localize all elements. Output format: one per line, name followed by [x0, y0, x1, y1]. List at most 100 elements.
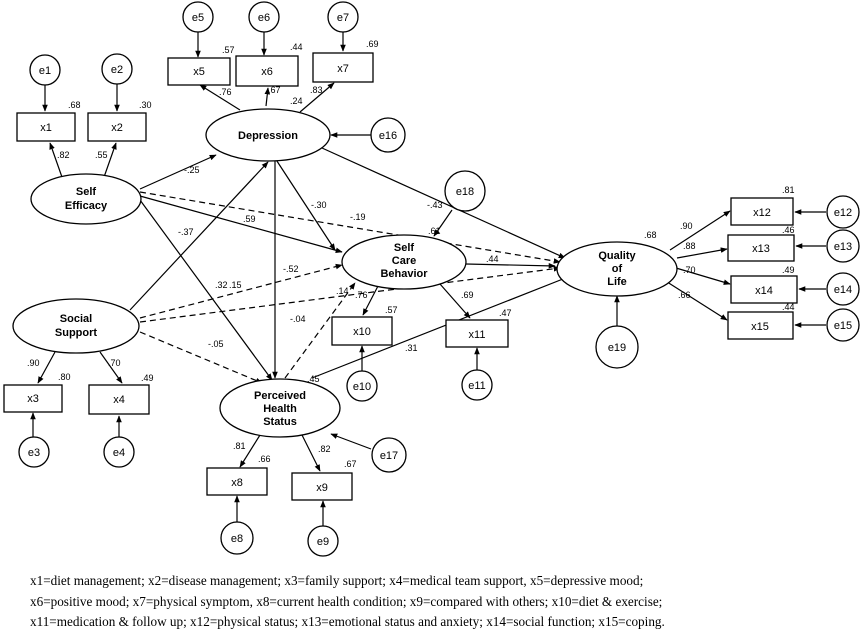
latent-label-line: Health	[263, 403, 297, 415]
loading-x9: .82	[318, 444, 331, 454]
path-coef-dep-phs: -.52	[283, 264, 299, 274]
loading-arrow-x2	[102, 142, 117, 181]
latent-label-line: Social	[60, 313, 92, 325]
loading-arrow-x14	[675, 267, 731, 285]
latent-quality-of-life: Quality of Life	[556, 241, 678, 297]
indicator-box-x6: x6	[235, 55, 299, 87]
loading-x11: .69	[461, 290, 474, 300]
error-label: e17	[380, 450, 398, 462]
error-term-e18: e18	[444, 170, 486, 212]
indicator-label: x9	[316, 482, 328, 494]
indicator-box-x2: x2	[87, 112, 147, 142]
path-coef-ss-qol: .14	[336, 286, 349, 296]
path-coef-se-scb: .59	[243, 214, 256, 224]
latent-label-line: of	[612, 263, 623, 275]
indicator-label: x3	[27, 393, 39, 405]
latent-label-line: Behavior	[380, 268, 428, 280]
error-label: e10	[353, 381, 371, 393]
latent-label-line: Quality	[598, 250, 636, 262]
error-arrow-e18	[433, 209, 453, 237]
indicator-label: x11	[469, 329, 486, 341]
path-coef-se-qol: -.19	[350, 212, 366, 222]
indicator-box-x13: x13	[727, 234, 795, 262]
loading-x5: .76	[219, 87, 232, 97]
r-squared-x10: .57	[385, 305, 398, 315]
path-social-support-to-qol	[139, 266, 561, 323]
latent-label-line: Self	[76, 186, 97, 198]
error-term-e2: e2	[101, 53, 133, 85]
indicator-label: x8	[231, 477, 243, 489]
error-term-e9: e9	[307, 525, 339, 557]
error-label: e8	[231, 533, 243, 545]
latent-label-line: Depression	[238, 130, 298, 142]
error-label: e12	[834, 207, 852, 219]
r-squared-x11: .47	[499, 308, 512, 318]
path-coef-se-dep: -.25	[184, 165, 200, 175]
loading-arrow-x11	[439, 283, 471, 319]
r-squared-x7: .69	[366, 39, 379, 49]
r-squared-x13: .46	[782, 225, 795, 235]
error-arrow-e17	[330, 433, 372, 450]
indicator-box-x12: x12	[730, 197, 794, 226]
error-term-e7: e7	[327, 1, 359, 33]
loading-arrow-x15	[663, 279, 728, 321]
indicator-label: x6	[261, 66, 273, 78]
latent-label-line: Efficacy	[65, 200, 108, 212]
latent-label-line: Perceived	[254, 390, 306, 402]
indicator-box-x3: x3	[3, 384, 63, 413]
latent-perceived-health-status: Perceived Health Status	[219, 378, 341, 438]
path-depression-to-qol	[321, 147, 566, 259]
r-squared-x3: .80	[58, 372, 71, 382]
indicator-box-x15: x15	[727, 311, 794, 340]
loading-x6: .67	[268, 85, 281, 95]
error-label: e15	[834, 320, 852, 332]
caption-line: x1=diet management; x2=disease managemen…	[30, 573, 644, 588]
error-term-e15: e15	[826, 308, 860, 342]
latent-label-line: Life	[607, 276, 627, 288]
indicator-label: x15	[751, 321, 769, 333]
indicator-box-x8: x8	[206, 467, 268, 496]
path-social-support-to-perceived-health	[139, 331, 263, 384]
loading-arrow-x3	[37, 351, 56, 384]
error-label: e4	[113, 447, 125, 459]
indicator-label: x5	[193, 66, 205, 78]
r-squared-qol: .68	[644, 230, 657, 240]
indicator-label: x10	[353, 326, 371, 338]
error-label: e14	[834, 284, 852, 296]
path-self-efficacy-to-qol	[139, 191, 561, 264]
r-squared-depression: .24	[290, 96, 303, 106]
path-coef-dep-qol: -.43	[427, 200, 443, 210]
error-term-e3: e3	[18, 436, 50, 468]
loading-arrow-x13	[676, 247, 728, 259]
r-squared-x2: .30	[139, 100, 152, 110]
sem-path-diagram: Self Efficacy Social Support Depression …	[3, 1, 860, 557]
latent-label-line: Care	[392, 255, 416, 267]
loading-arrow-x6	[264, 87, 271, 107]
loading-x12: .90	[680, 221, 693, 231]
indicator-box-x4: x4	[88, 384, 150, 415]
error-label: e6	[258, 12, 270, 24]
r-squared-x1: .68	[68, 100, 81, 110]
path-self-care-to-qol	[465, 263, 556, 269]
error-label: e18	[456, 186, 474, 198]
loading-arrow-x7	[299, 82, 335, 113]
loading-arrow-x9	[301, 434, 321, 472]
error-term-e13: e13	[826, 229, 860, 263]
r-squared-x5: .57	[222, 45, 235, 55]
error-label: e1	[39, 65, 51, 77]
error-term-e17: e17	[371, 437, 407, 473]
path-self-efficacy-to-perceived-health	[139, 199, 273, 381]
error-term-e6: e6	[248, 1, 280, 33]
error-label: e9	[317, 536, 329, 548]
indicator-label: x12	[753, 207, 771, 219]
indicator-box-x14: x14	[730, 275, 798, 304]
r-squared-x6: .44	[290, 42, 303, 52]
legend-caption: x1=diet management; x2=disease managemen…	[30, 571, 860, 633]
latent-label-line: Status	[263, 416, 297, 428]
error-label: e13	[834, 241, 852, 253]
loading-x1: .82	[57, 150, 70, 160]
loading-x15: .66	[678, 290, 691, 300]
indicator-box-x11: x11	[445, 319, 509, 348]
path-social-support-to-self-care	[139, 263, 343, 319]
loading-arrow-x4	[99, 351, 123, 384]
